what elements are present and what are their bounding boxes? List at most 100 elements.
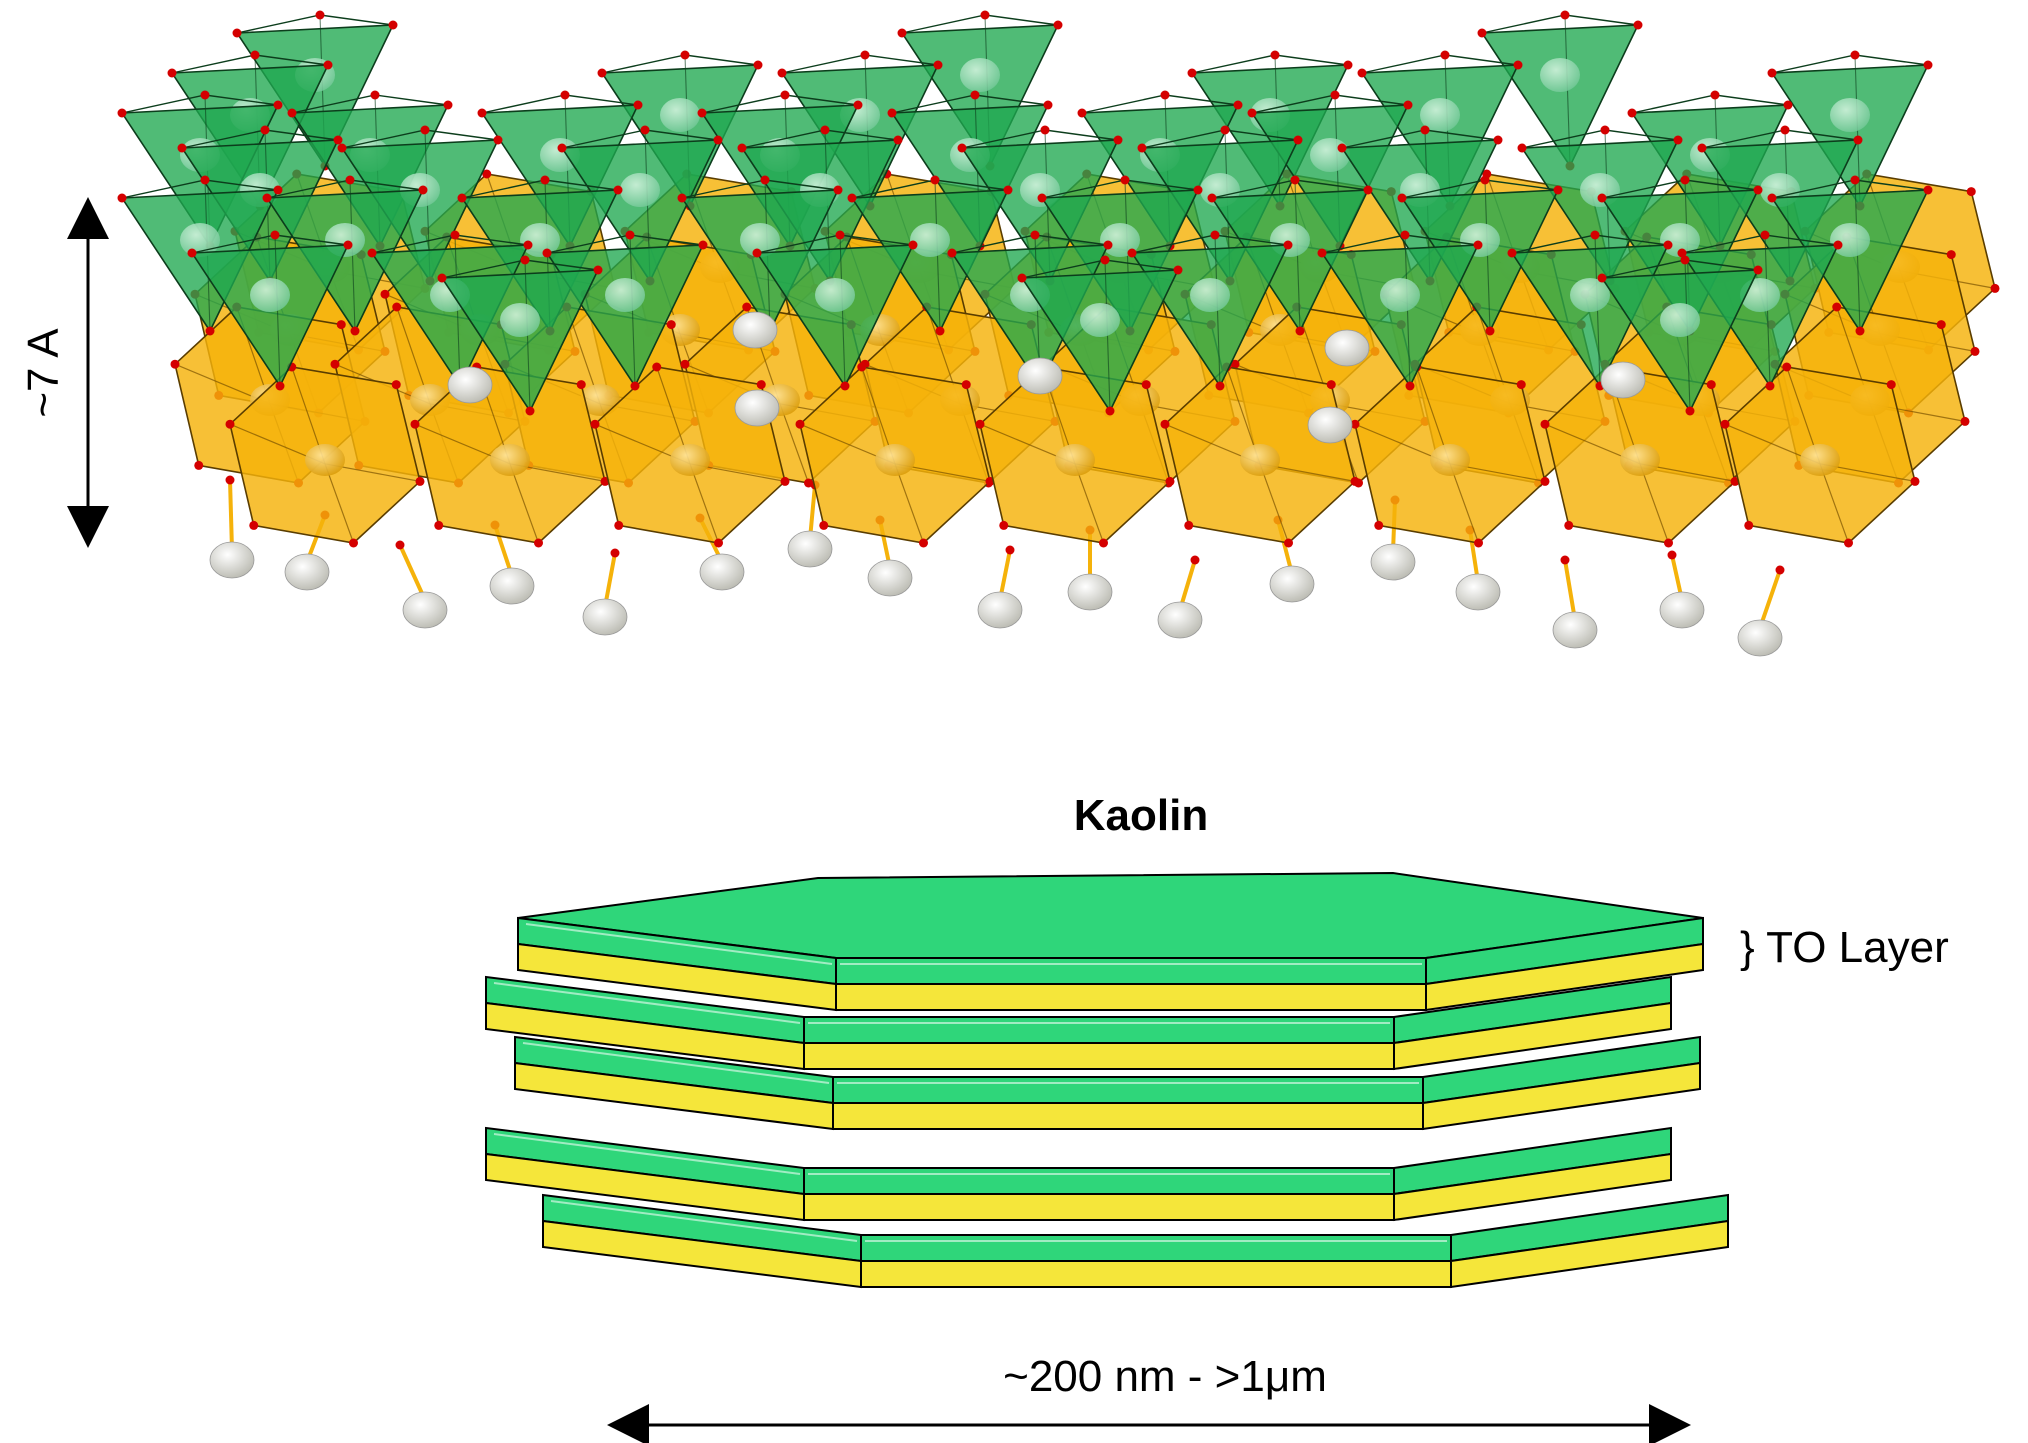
oxygen-atom [1753, 265, 1763, 275]
oxygen-atom [860, 50, 870, 60]
oxygen-atom [1017, 273, 1027, 283]
oxygen-atom [1187, 68, 1197, 78]
oxygen-atom [853, 100, 863, 110]
oxygen-atom [1100, 255, 1110, 265]
oxygen-atom [1540, 476, 1550, 486]
oxygen-atom [613, 185, 623, 195]
hydrogen-atom [582, 598, 628, 636]
oxygen-atom [1337, 143, 1347, 153]
oxygen-atom [336, 320, 346, 330]
silicon-atom [1420, 98, 1460, 132]
oxygen-atom [333, 135, 343, 145]
hydrogen-atom [787, 530, 833, 568]
oxygen-atom [697, 108, 707, 118]
oxygen-atom [315, 10, 325, 20]
oxygen-atom [1477, 28, 1487, 38]
hydrogen-atom [489, 567, 535, 605]
oxygen-atom [1141, 380, 1151, 390]
oxygen-atom [820, 125, 830, 135]
octahedral-band-front [803, 1042, 1395, 1070]
oxygen-atom [337, 143, 347, 153]
aluminum-atom [305, 444, 345, 476]
oxygen-atom [1403, 100, 1413, 110]
to-layer-platelet [485, 1126, 1672, 1222]
oxygen-atom [1474, 538, 1483, 548]
oxygen-atom [1706, 380, 1716, 390]
oxygen-atom [1290, 175, 1300, 185]
oxygen-atom [540, 175, 550, 185]
hydrogen-atom [1600, 361, 1646, 399]
silicon-atom [740, 223, 780, 257]
oxygen-atom [1440, 50, 1450, 60]
oxygen-atom [450, 230, 460, 240]
oxygen-atom [1886, 380, 1896, 390]
silicon-atom [1190, 278, 1230, 312]
oxygen-atom [395, 540, 405, 550]
oxygen-atom [323, 60, 333, 70]
silicon-atom [1080, 303, 1120, 337]
oxygen-atom [1040, 125, 1050, 135]
oxygen-atom [1160, 90, 1170, 100]
oxygen-atom [1160, 419, 1170, 429]
kaolin-platelet-stack [485, 871, 1729, 1289]
oxygen-atom [756, 380, 766, 390]
oxygen-atom [833, 185, 843, 195]
to-layer-platelet [485, 975, 1672, 1071]
octahedral-band-right [1393, 1001, 1672, 1071]
platelet-width-label: ~200 nm - >1μm [1003, 1352, 1327, 1401]
oxygen-atom [415, 476, 425, 486]
silicon-atom [1660, 303, 1700, 337]
silicon-atom [1540, 58, 1580, 92]
silicon-tetrahedron [1770, 64, 1930, 208]
silicon-atom [1830, 98, 1870, 132]
oxygen-atom [893, 135, 903, 145]
oxygen-atom [1330, 90, 1340, 100]
oxygen-atom [780, 476, 790, 486]
hydrogen-atom [867, 559, 913, 597]
oxygen-atom [630, 381, 640, 391]
oxygen-atom [1173, 265, 1183, 275]
to-layer-platelet [517, 871, 1704, 1012]
oh-bond [603, 552, 617, 608]
octahedral-band-right [1393, 1152, 1672, 1222]
oxygen-atom [260, 125, 270, 135]
oh-bond [1563, 559, 1577, 621]
oxygen-atom [919, 538, 928, 548]
tetrahedral-band-front [832, 1076, 1424, 1104]
oxygen-atom [835, 230, 845, 240]
stack-title: Kaolin [1074, 791, 1208, 840]
thickness-label: ~7 A [19, 328, 68, 418]
oxygen-atom [1374, 520, 1384, 530]
oxygen-atom [420, 125, 430, 135]
oxygen-atom [287, 108, 297, 118]
oxygen-atom [1357, 68, 1367, 78]
oxygen-atom [1680, 255, 1690, 265]
oxygen-atom [1560, 10, 1570, 20]
oxygen-atom [752, 248, 762, 258]
oxygen-atom [680, 50, 690, 60]
to-layer-platelet [514, 1035, 1701, 1131]
oxygen-atom [275, 381, 285, 391]
oxygen-atom [652, 362, 662, 372]
oxygen-atom [935, 326, 945, 336]
oxygen-atom [1420, 125, 1430, 135]
oxygen-atom [897, 28, 907, 38]
oxygen-atom [1720, 419, 1730, 429]
oxygen-atom [225, 419, 235, 429]
oxygen-atom [1775, 565, 1785, 575]
oxygen-atom [443, 100, 453, 110]
oxygen-atom [1850, 50, 1860, 60]
oxygen-atom [1540, 419, 1550, 429]
oxygen-atom [167, 68, 177, 78]
oxygen-atom [477, 108, 487, 118]
tetrahedral-sheet [117, 10, 1933, 416]
oxygen-atom [117, 193, 127, 203]
oxygen-atom [482, 169, 492, 179]
silicon-atom [620, 173, 660, 207]
oxygen-atom [1780, 125, 1790, 135]
oxygen-atom [1844, 538, 1853, 548]
oxygen-atom [437, 273, 447, 283]
silicon-atom [1570, 278, 1610, 312]
oxygen-atom [1343, 60, 1353, 70]
oxygen-atom [1207, 193, 1217, 203]
